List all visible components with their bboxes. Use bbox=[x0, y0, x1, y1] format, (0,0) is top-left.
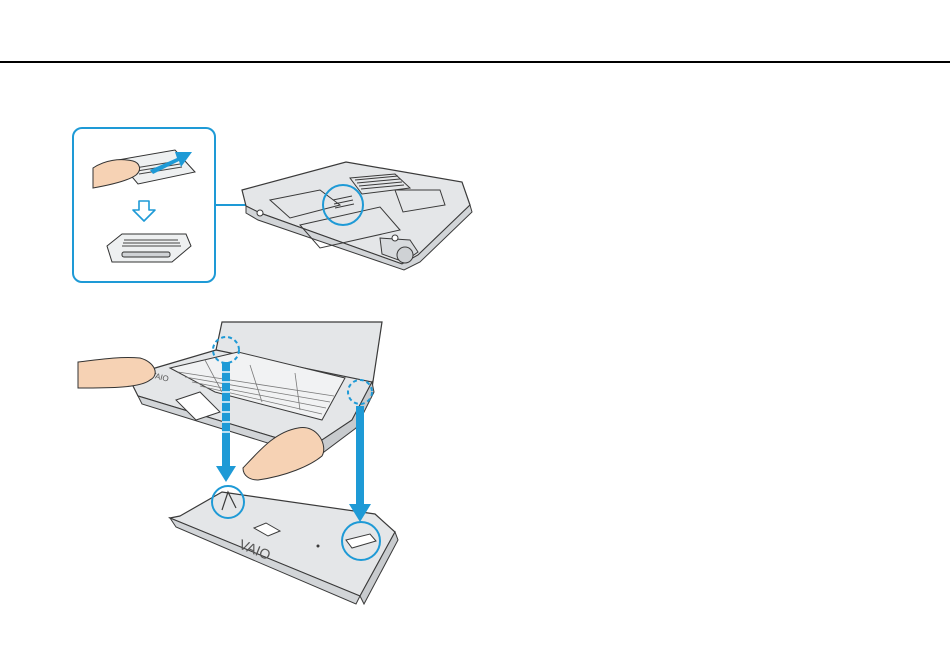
laptop-underside bbox=[242, 162, 472, 270]
laptop-on-dock: VAIO bbox=[128, 322, 382, 458]
left-hand bbox=[78, 357, 155, 388]
